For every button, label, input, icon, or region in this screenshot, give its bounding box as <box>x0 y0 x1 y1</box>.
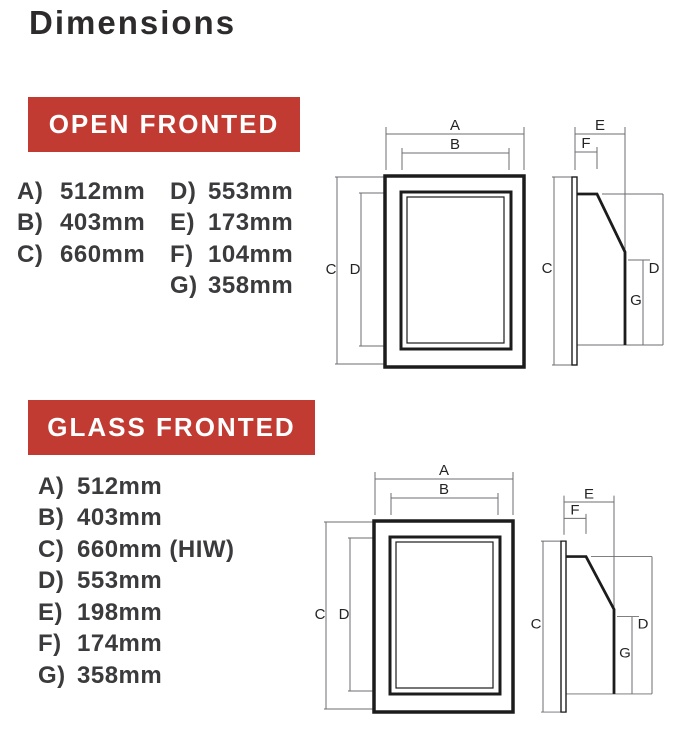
dim-row-c: C) 660mm <box>17 239 145 271</box>
dimension-lines <box>552 127 664 366</box>
dim-row-g: G) 358mm <box>38 660 235 692</box>
fireplace-side-outline <box>571 176 627 366</box>
dim-letter: E) <box>38 598 63 626</box>
dim-row-a: A) 512mm <box>17 176 145 208</box>
dim-row-e: E) 173mm <box>170 208 293 240</box>
dim-value: 358mm <box>77 661 163 689</box>
fireplace-side-outline <box>560 540 616 713</box>
dimension-lines <box>335 127 525 365</box>
glass-fronted-front-view-diagram: A B C D <box>315 462 515 714</box>
dim-row-d: D) 553mm <box>170 176 293 208</box>
dim-row-c: C) 660mm (HIW) <box>38 534 235 566</box>
dim-value: 512mm <box>77 472 163 500</box>
label-c: C <box>315 606 326 623</box>
dim-value: 512mm <box>60 177 146 205</box>
open-fronted-banner: OPEN FRONTED <box>28 97 300 152</box>
dim-letter: F) <box>38 630 62 658</box>
dim-letter: B) <box>38 504 65 532</box>
fireplace-front-outline <box>372 519 515 714</box>
label-c: C <box>542 260 553 277</box>
open-fronted-dimension-list-col1: A) 512mm B) 403mm C) 660mm <box>17 176 145 271</box>
label-a: A <box>450 117 460 134</box>
dim-letter: A) <box>38 472 65 500</box>
open-fronted-dimension-list-col2: D) 553mm E) 173mm F) 104mm G) 358mm <box>170 176 293 302</box>
dim-value: 553mm <box>77 567 163 595</box>
dim-letter: C) <box>17 240 44 268</box>
dim-row-b: B) 403mm <box>38 503 235 535</box>
label-d: D <box>638 617 649 632</box>
open-fronted-front-view-diagram: A B C D <box>326 117 526 369</box>
label-g: G <box>630 292 642 309</box>
dim-value: 173mm <box>208 209 294 237</box>
dim-value: 358mm <box>208 272 294 300</box>
dim-letter: F) <box>170 240 194 268</box>
dimension-lines <box>541 495 653 713</box>
dim-letter: G) <box>170 272 198 300</box>
dim-row-d: D) 553mm <box>38 566 235 598</box>
dim-value: 660mm <box>60 240 146 268</box>
dim-value: 174mm <box>77 630 163 658</box>
dim-letter: B) <box>17 209 44 237</box>
dim-letter: A) <box>17 177 44 205</box>
label-d: D <box>339 606 350 623</box>
dim-letter: D) <box>170 177 197 205</box>
dim-letter: C) <box>38 535 65 563</box>
label-d: D <box>649 260 660 277</box>
dim-letter: G) <box>38 661 66 689</box>
dim-value: 403mm <box>60 209 146 237</box>
label-f: F <box>581 135 590 152</box>
dim-value: 403mm <box>77 504 163 532</box>
dim-value: 104mm <box>208 240 294 268</box>
glass-fronted-dimension-list: A) 512mm B) 403mm C) 660mm (HIW) D) 553m… <box>38 471 235 692</box>
dim-value: 553mm <box>208 177 294 205</box>
label-b: B <box>450 136 460 153</box>
dim-row-g: G) 358mm <box>170 271 293 303</box>
glass-fronted-side-view-diagram: E F C D G <box>531 487 653 713</box>
dim-row-b: B) 403mm <box>17 208 145 240</box>
dim-value: 198mm <box>77 598 163 626</box>
open-fronted-side-view-diagram: E F C D G <box>542 117 664 366</box>
page-title: Dimensions <box>29 4 237 41</box>
label-f: F <box>570 503 579 518</box>
dim-value: 660mm (HIW) <box>77 535 235 563</box>
dim-letter: D) <box>38 567 65 595</box>
dim-row-e: E) 198mm <box>38 597 235 629</box>
dim-row-a: A) 512mm <box>38 471 235 503</box>
label-a: A <box>439 462 449 479</box>
dim-letter: E) <box>170 209 195 237</box>
label-b: B <box>439 481 449 498</box>
label-c: C <box>326 261 337 278</box>
glass-fronted-banner: GLASS FRONTED <box>28 400 315 455</box>
dimension-lines <box>324 472 514 710</box>
dim-row-f: F) 174mm <box>38 629 235 661</box>
label-g: G <box>619 646 631 661</box>
label-d: D <box>350 261 361 278</box>
label-e: E <box>595 117 605 134</box>
label-c: C <box>531 617 542 632</box>
fireplace-front-outline <box>383 174 526 369</box>
dim-row-f: F) 104mm <box>170 239 293 271</box>
label-e: E <box>584 487 594 502</box>
